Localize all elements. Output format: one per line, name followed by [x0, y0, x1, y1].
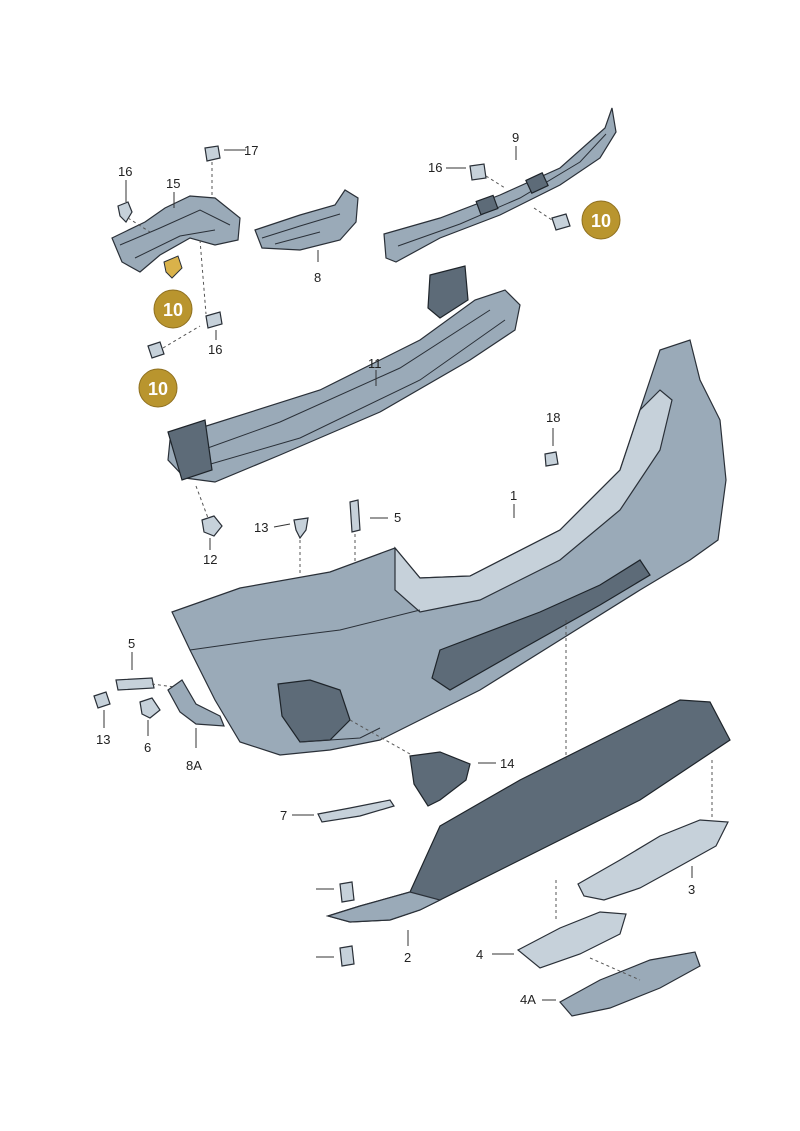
clip-2-top — [339, 881, 355, 903]
callout-3: 3 — [688, 882, 695, 897]
callout-14: 14 — [500, 756, 514, 771]
screw-16-a — [117, 201, 151, 233]
grille-14 — [349, 719, 471, 807]
bumper-cover-1 — [171, 339, 727, 756]
pin-5-a — [349, 499, 361, 566]
screw-10-a — [163, 255, 183, 279]
nut-6 — [139, 697, 161, 719]
badge-10-left-lower: 10 — [138, 368, 178, 408]
svg-text:10: 10 — [163, 300, 183, 320]
callout-18: 18 — [546, 410, 560, 425]
callout-5: 5 — [128, 636, 135, 651]
callout-15: 15 — [166, 176, 180, 191]
callout-13: 13 — [96, 732, 110, 747]
nut-12 — [195, 485, 223, 537]
svg-text:10: 10 — [148, 379, 168, 399]
callout-4: 4 — [476, 947, 483, 962]
callout-12: 12 — [203, 552, 217, 567]
guide-4a — [559, 951, 701, 1017]
callout-4a: 4A — [520, 992, 536, 1007]
screw-2-bottom — [339, 945, 355, 967]
clip-16-b — [199, 239, 223, 329]
callout-16: 16 — [118, 164, 132, 179]
callout-6: 6 — [144, 740, 151, 755]
callout-17: 17 — [244, 143, 258, 158]
callout-9: 9 — [512, 130, 519, 145]
svg-text:10: 10 — [591, 211, 611, 231]
screw-10-c — [533, 207, 571, 231]
bracket-8a — [167, 679, 225, 727]
callout-1: 1 — [510, 488, 517, 503]
callout-16: 16 — [428, 160, 442, 175]
screw-10-b — [147, 325, 201, 359]
clip-17 — [204, 145, 221, 198]
callout-11: 11 — [368, 356, 382, 371]
bracket-15 — [111, 195, 241, 273]
clip-18 — [544, 451, 559, 467]
impact-beam-11 — [167, 265, 521, 483]
guide-4 — [516, 880, 627, 969]
callout-7: 7 — [280, 808, 287, 823]
screw-13-a — [293, 517, 309, 576]
bracket-8 — [254, 189, 359, 251]
badge-10-top-right: 10 — [581, 200, 621, 240]
screw-13-b — [93, 691, 111, 709]
badge-10-left-upper: 10 — [153, 289, 193, 329]
diffuser-2 — [325, 620, 731, 923]
clip-16-c — [469, 163, 506, 189]
callout-8: 8 — [314, 270, 321, 285]
callout-5: 5 — [394, 510, 401, 525]
panel-3 — [577, 819, 729, 901]
callout-labels: 16 15 17 9 16 8 16 11 18 1 13 5 12 5 13 … — [96, 130, 695, 1007]
leader-lines — [103, 146, 693, 1001]
callout-16: 16 — [208, 342, 222, 357]
trim-7 — [317, 799, 395, 823]
carrier-9 — [383, 107, 617, 263]
callout-13: 13 — [254, 520, 268, 535]
callout-2: 2 — [404, 950, 411, 965]
callout-8a: 8A — [186, 758, 202, 773]
